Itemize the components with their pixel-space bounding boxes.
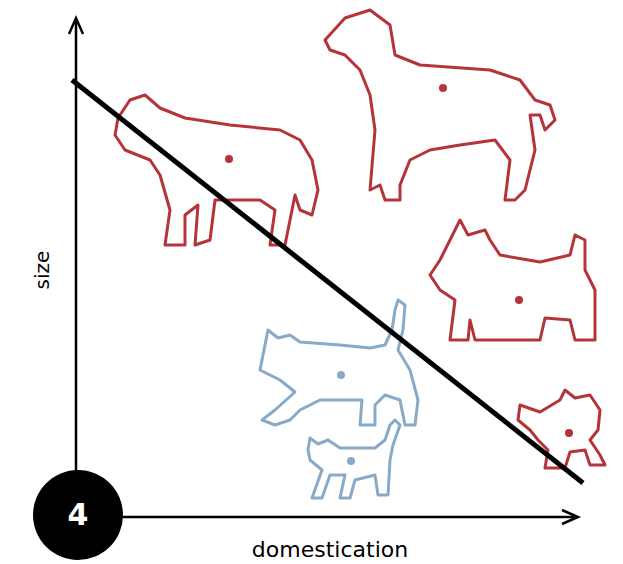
axes bbox=[69, 18, 578, 524]
callout-number: 4 bbox=[68, 500, 89, 530]
trend-line bbox=[72, 80, 583, 483]
axis-arrowhead bbox=[562, 510, 578, 524]
scottie-silhouette bbox=[430, 220, 595, 340]
kitten-silhouette bbox=[308, 420, 400, 498]
data-dot bbox=[337, 371, 345, 379]
saluki-silhouette bbox=[325, 10, 555, 200]
data-dot bbox=[515, 296, 523, 304]
axis-arrowhead bbox=[69, 18, 83, 34]
x-axis bbox=[76, 516, 574, 519]
dog-silhouettes bbox=[115, 10, 605, 468]
data-dot bbox=[347, 457, 355, 465]
wolf-silhouette bbox=[115, 95, 318, 245]
axis-label: domestication bbox=[252, 539, 408, 561]
data-dot bbox=[439, 84, 447, 92]
cat-dots bbox=[337, 371, 355, 465]
y-axis bbox=[75, 22, 78, 520]
cat-silhouette bbox=[260, 300, 418, 425]
cat-silhouettes bbox=[260, 300, 418, 498]
chihuahua-silhouette bbox=[518, 390, 605, 468]
axis-label: size bbox=[32, 251, 52, 290]
dog-dots bbox=[225, 84, 573, 437]
data-dot bbox=[565, 429, 573, 437]
badge-circle bbox=[33, 470, 123, 560]
data-dot bbox=[225, 155, 233, 163]
